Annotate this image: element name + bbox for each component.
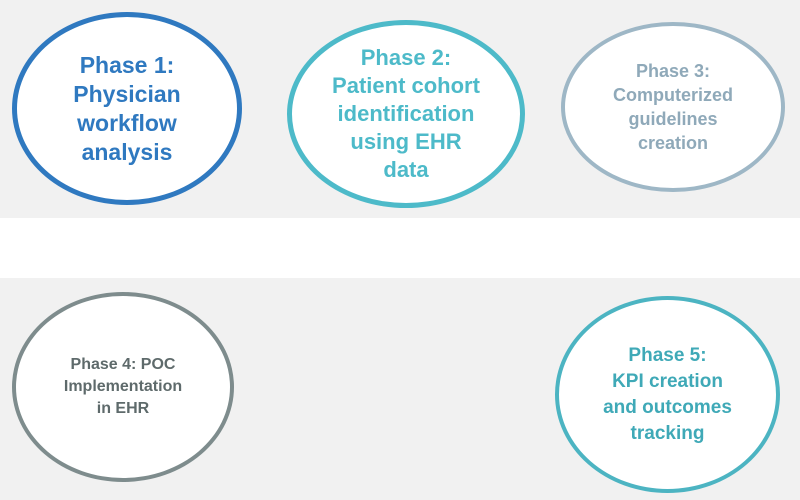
phase-5-label: Phase 5: KPI creation and outcomes track… [603, 344, 732, 444]
phase-1-circle: Phase 1: Physician workflow analysis [12, 12, 242, 205]
phase-4-label: Phase 4: POC Implementation in EHR [63, 356, 183, 417]
phase-5-circle: Phase 5: KPI creation and outcomes track… [555, 296, 780, 493]
phase-3-circle: Phase 3: Computerized guidelines creatio… [561, 22, 785, 192]
phase-3-label: Phase 3: Computerized guidelines creatio… [612, 61, 733, 153]
phase-2-label: Phase 2: Patient cohort identification u… [332, 45, 480, 182]
phase-2-circle: Phase 2: Patient cohort identification u… [287, 20, 525, 208]
phase-4-circle: Phase 4: POC Implementation in EHR [12, 292, 234, 482]
phase-1-label: Phase 1: Physician workflow analysis [73, 51, 181, 165]
